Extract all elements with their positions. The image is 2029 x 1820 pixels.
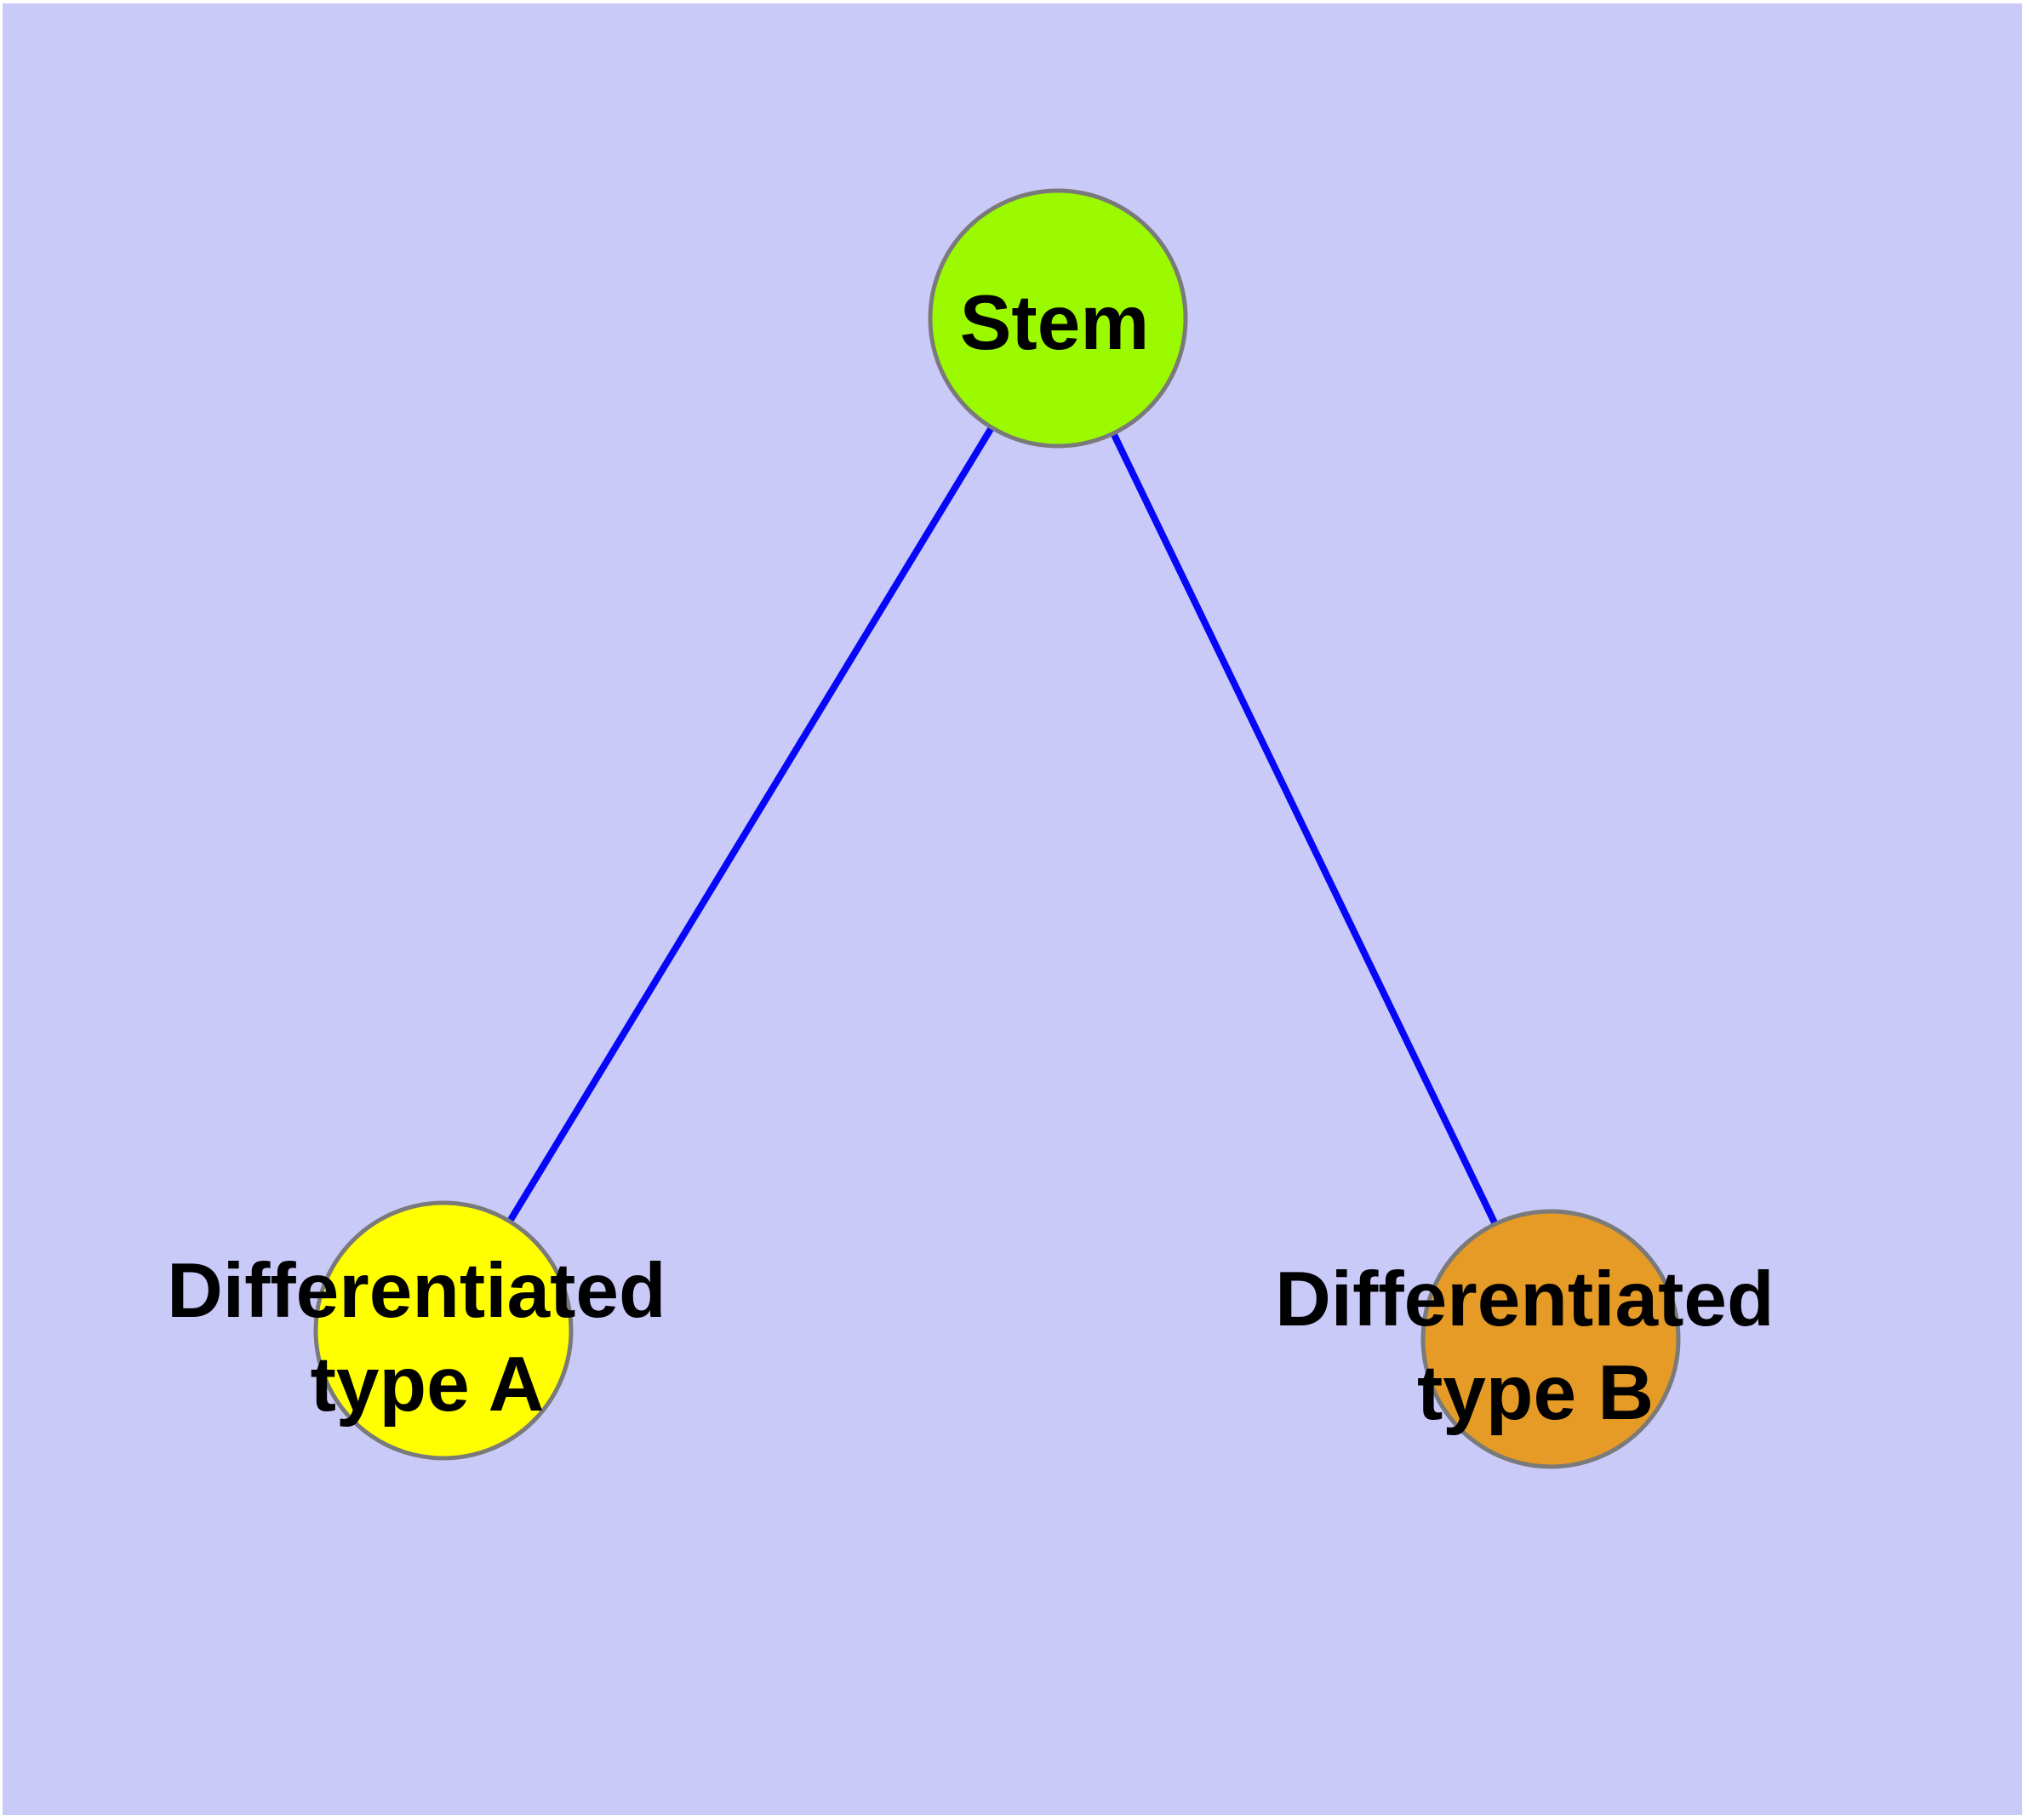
type-a-label-line1: Differentiated: [167, 1248, 666, 1334]
type-a-node: [313, 1200, 574, 1461]
stem-node-label: Stem: [960, 280, 1150, 366]
type-b-node-label: Differentiated type B: [1275, 1256, 1796, 1436]
edge-stem-to-type-b: [1055, 317, 1554, 1341]
type-a-node-label: Differentiated type A: [167, 1248, 688, 1428]
type-b-node: [1420, 1209, 1681, 1469]
type-a-label-line2: type A: [311, 1342, 545, 1428]
edge-stem-to-type-a: [440, 316, 1061, 1333]
stem-node: [928, 188, 1188, 449]
type-b-label-line2: type B: [1417, 1350, 1654, 1436]
type-b-label-line1: Differentiated: [1275, 1256, 1775, 1342]
